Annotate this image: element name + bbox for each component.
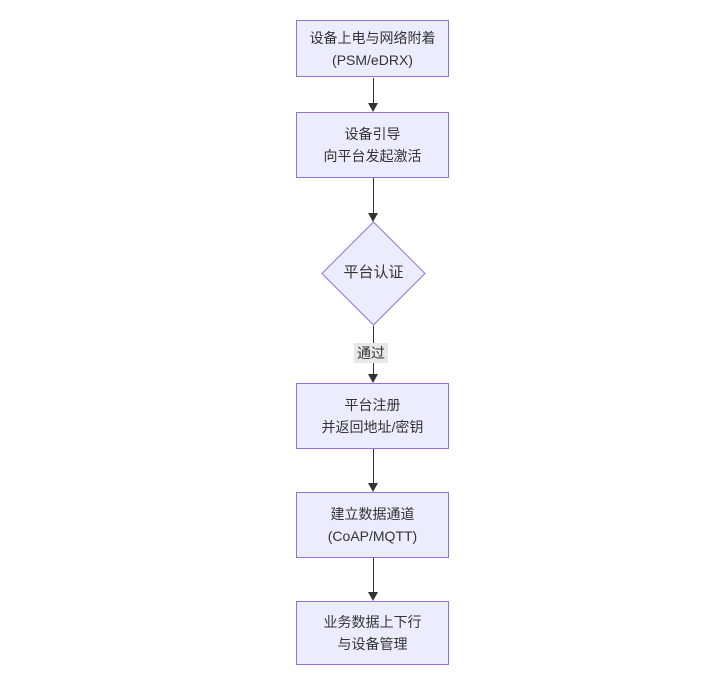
node-text-line: 业务数据上下行 (323, 614, 422, 630)
arrowhead-icon (368, 213, 378, 222)
flow-node-data-channel: 建立数据通道 (CoAP/MQTT) (296, 492, 449, 558)
arrowhead-icon (368, 483, 378, 492)
node-text-line: 设备引导 (344, 126, 401, 142)
node-text-line: 向平台发起激活 (323, 148, 422, 164)
arrowhead-icon (368, 103, 378, 112)
edge-b-c-line (373, 178, 374, 214)
edge-a-b-line (373, 78, 374, 104)
flow-node-business-data: 业务数据上下行 与设备管理 (296, 601, 449, 665)
node-text-line: (CoAP/MQTT) (327, 528, 418, 544)
edge-e-f-line (373, 558, 374, 592)
edge-d-e-line (373, 449, 374, 484)
flow-node-register: 平台注册 并返回地址/密钥 (296, 383, 449, 449)
node-text-line: 并返回地址/密钥 (321, 419, 424, 435)
flow-node-power-attach: 设备上电与网络附着 (PSM/eDRX) (296, 20, 449, 77)
edge-label-pass: 通过 (354, 343, 388, 363)
arrowhead-icon (368, 374, 378, 383)
node-text-line: 建立数据通道 (330, 506, 415, 522)
decision-diamond-platform-auth (321, 221, 426, 326)
flow-node-bootstrap: 设备引导 向平台发起激活 (296, 112, 449, 178)
node-text-line: (PSM/eDRX) (332, 51, 413, 68)
node-text-line: 设备上电与网络附着 (309, 29, 436, 46)
arrowhead-icon (368, 592, 378, 601)
node-text-line: 平台注册 (344, 397, 401, 413)
node-text-line: 与设备管理 (337, 636, 408, 652)
decision-label: 平台认证 (343, 264, 404, 281)
